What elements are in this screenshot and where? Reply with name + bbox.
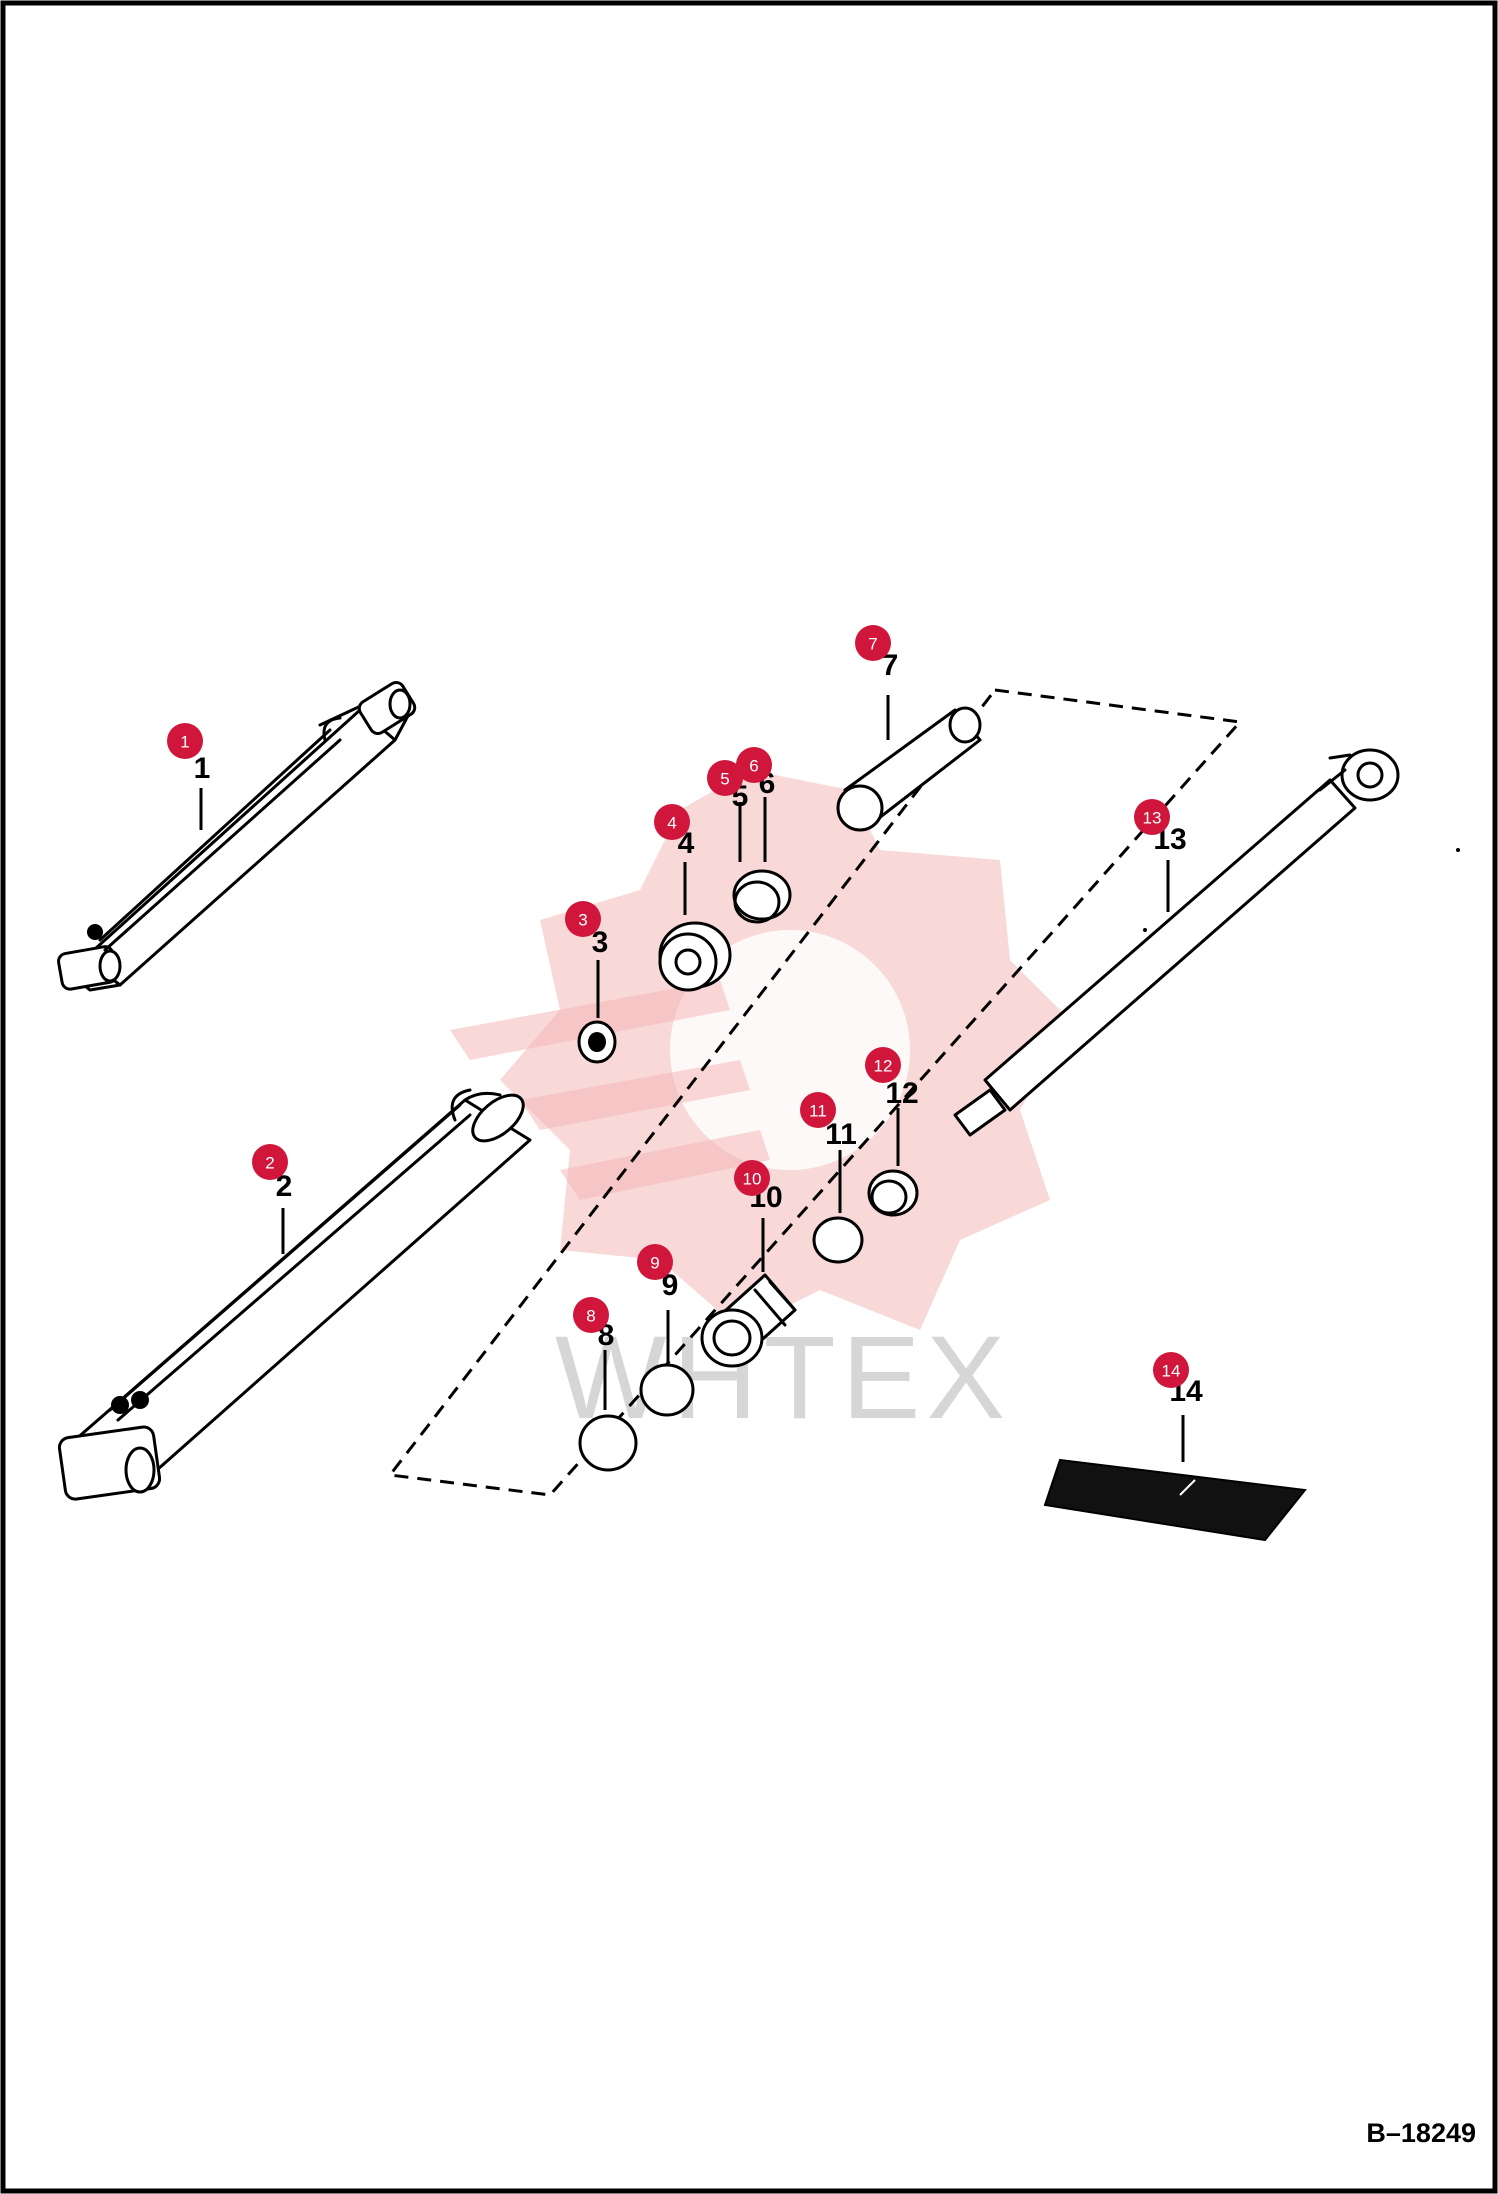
callout-10[interactable]: 10 [734, 1160, 770, 1196]
part-label-11: 11 [825, 1118, 857, 1151]
callout-8[interactable]: 8 [573, 1297, 609, 1333]
part-label-1: 1 [194, 752, 211, 785]
watermark-text: WHTEX [555, 1312, 1011, 1444]
cylinder-assembly-small [57, 681, 417, 992]
svg-text:3: 3 [578, 911, 587, 930]
callout-2[interactable]: 2 [252, 1144, 288, 1180]
piston [658, 921, 732, 992]
callout-14[interactable]: 14 [1153, 1352, 1189, 1388]
piston-rod [953, 748, 1400, 1137]
piston-seal [732, 869, 792, 924]
callout-7[interactable]: 7 [855, 625, 891, 661]
svg-text:14: 14 [1162, 1362, 1181, 1381]
gland [700, 1273, 797, 1368]
spacer-tube [836, 706, 982, 832]
drawing-number: B–18249 [1366, 2118, 1476, 2148]
stray-dot [1456, 848, 1460, 852]
part-label-3: 3 [592, 926, 609, 959]
backup-ring-9 [639, 1363, 695, 1417]
stray-dot [1143, 928, 1147, 932]
svg-text:5: 5 [720, 770, 729, 789]
svg-text:7: 7 [868, 635, 877, 654]
svg-text:10: 10 [743, 1170, 762, 1189]
callout-13[interactable]: 13 [1134, 799, 1170, 835]
callout-9[interactable]: 9 [637, 1244, 673, 1280]
svg-text:9: 9 [650, 1254, 659, 1273]
rod-wiper-11 [812, 1216, 864, 1264]
lock-nut [577, 1020, 617, 1064]
rod-seal-12 [867, 1169, 919, 1217]
part-label-7: 7 [882, 649, 899, 682]
part-label-2: 2 [276, 1170, 293, 1203]
callout-4[interactable]: 4 [654, 804, 690, 840]
callout-1[interactable]: 1 [167, 723, 203, 759]
svg-text:11: 11 [809, 1102, 827, 1121]
part-label-12: 12 [885, 1077, 918, 1110]
callout-5[interactable]: 5 [707, 760, 743, 796]
callout-6[interactable]: 6 [736, 747, 772, 783]
o-ring-8 [578, 1414, 638, 1472]
callout-3[interactable]: 3 [565, 901, 601, 937]
svg-text:4: 4 [667, 814, 676, 833]
svg-text:2: 2 [265, 1154, 274, 1173]
svg-text:13: 13 [1143, 809, 1162, 828]
part-label-9: 9 [662, 1269, 679, 1302]
callout-12[interactable]: 12 [865, 1047, 901, 1083]
decal [1043, 1458, 1307, 1542]
cylinder-barrel [57, 1088, 532, 1501]
leader-lines [199, 695, 1185, 1462]
watermark-logo: WHTEX [450, 770, 1070, 1444]
svg-text:6: 6 [749, 757, 758, 776]
assembly-boundary [387, 688, 1244, 1497]
callout-11[interactable]: 11 [800, 1092, 836, 1128]
svg-text:12: 12 [874, 1057, 893, 1076]
svg-text:1: 1 [180, 733, 189, 752]
svg-text:8: 8 [586, 1307, 595, 1326]
